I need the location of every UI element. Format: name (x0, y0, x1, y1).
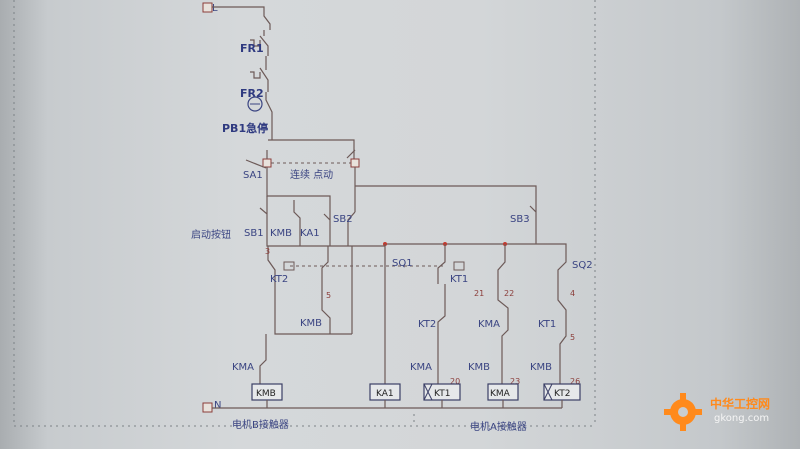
sb3-contact[interactable] (529, 196, 537, 240)
wire-continuous-branch (354, 167, 537, 212)
label-kma-left-col: KMA (410, 362, 432, 373)
label-kma-col: KMA (478, 319, 500, 330)
coil-kt1-label: KT1 (434, 389, 450, 399)
wire-num-20: 20 (450, 377, 460, 386)
caption-motor-b: 电机B接触器 (232, 418, 289, 431)
wire-num-22: 22 (504, 289, 514, 298)
coil-kmb-label: KMB (256, 389, 276, 399)
fr1-contact[interactable] (250, 30, 269, 56)
wire-num-4: 4 (570, 289, 575, 298)
wire-num-23: 23 (510, 377, 520, 386)
terminal-n[interactable] (202, 402, 213, 413)
kma-column-contacts[interactable] (497, 244, 509, 384)
label-pb1: PB1急停 (222, 121, 268, 135)
sb2-contact[interactable] (347, 211, 356, 232)
pb1-contact[interactable] (265, 92, 273, 140)
kmb-interlock-contact[interactable] (321, 246, 331, 334)
wire-right-bus (385, 243, 567, 256)
label-kt1-col: KT1 (538, 319, 556, 330)
watermark-url: gkong.com (714, 413, 770, 424)
watermark-title: 中华工控网 (710, 397, 771, 411)
kt2-col-contact[interactable] (437, 284, 446, 384)
label-sb1: SB1 (244, 228, 264, 239)
wire-num-5b: 5 (570, 333, 575, 342)
label-kt1-contact: KT1 (450, 274, 468, 285)
label-kmb-contact: KMB (270, 228, 292, 239)
label-sq1: SQ1 (392, 258, 413, 269)
label-l: L (212, 3, 218, 14)
sa1-terminal-left[interactable] (262, 158, 272, 168)
neutral-bus (212, 400, 563, 409)
wire-left-loop (274, 246, 353, 335)
wire-num-5: 5 (326, 291, 331, 300)
label-sa1-mode: 连续 点动 (290, 168, 333, 181)
watermark-logo: 中华工控网 gkong.com (658, 389, 778, 435)
label-fr1: FR1 (240, 42, 264, 55)
sb1-contact[interactable] (259, 196, 268, 240)
kmb-aux-contact[interactable] (293, 200, 301, 240)
coil-ka1-label: KA1 (376, 389, 394, 399)
label-sq2: SQ2 (572, 260, 593, 271)
sq2-column-contacts[interactable] (557, 256, 567, 384)
kt1-contact[interactable] (437, 244, 446, 284)
kt2-timer-icon (283, 261, 295, 271)
kt2-contact[interactable] (267, 246, 276, 296)
label-n: N (214, 400, 221, 411)
wire-num-3: 3 (265, 247, 270, 256)
label-kt2-col: KT2 (418, 319, 436, 330)
label-sa1: SA1 (243, 170, 263, 181)
sa1-contact-left[interactable] (245, 150, 268, 169)
sa1-terminal-right[interactable] (350, 158, 360, 168)
label-kmb-right: KMB (530, 362, 552, 373)
kma-contact-left[interactable] (259, 334, 267, 384)
terminal-l[interactable] (202, 2, 213, 13)
coil-kt2-label: KT2 (554, 389, 570, 399)
emergency-stop-icon[interactable] (247, 96, 263, 112)
caption-motor-a: 电机A接触器 (470, 420, 527, 433)
label-fr2: FR2 (240, 87, 264, 100)
label-kt2-contact: KT2 (270, 274, 288, 285)
wire-start-branch (266, 167, 331, 212)
label-kma-left: KMA (232, 362, 254, 373)
gear-icon (664, 393, 702, 431)
wire-top (212, 6, 271, 30)
wire-num-21: 21 (474, 289, 484, 298)
wire-start-bus (266, 232, 385, 247)
label-ka1: KA1 (300, 228, 320, 239)
ka1-contact[interactable] (323, 212, 331, 240)
wire-num-26: 26 (570, 377, 580, 386)
label-kmb-interlock: KMB (300, 318, 322, 329)
label-kmb-mid: KMB (468, 362, 490, 373)
label-start-button: 启动按钮 (191, 228, 231, 241)
coil-kma-label: KMA (490, 389, 511, 399)
fr2-contact[interactable] (250, 56, 269, 92)
sa1-contact-right[interactable] (346, 149, 356, 159)
kt1-timer-icon (453, 261, 465, 271)
label-sb3: SB3 (510, 214, 530, 225)
wire-split-top (268, 139, 355, 160)
label-sb2: SB2 (333, 214, 353, 225)
